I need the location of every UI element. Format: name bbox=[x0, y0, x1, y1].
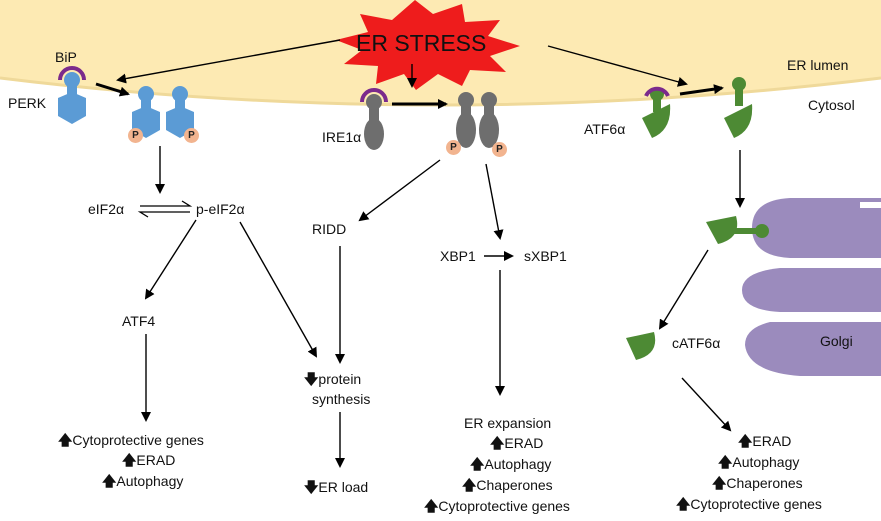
up-arrow-icon: 🡅 bbox=[424, 499, 439, 515]
bip-label: BiP bbox=[55, 49, 77, 65]
perk-label: PERK bbox=[8, 95, 47, 111]
golgi-vesicles bbox=[860, 202, 881, 208]
equilibrium-arrows bbox=[137, 200, 193, 218]
up-arrow-icon: 🡅 bbox=[58, 433, 73, 449]
protein-synthesis-line2: synthesis bbox=[312, 391, 371, 407]
up-arrow-icon: 🡅 bbox=[490, 436, 505, 452]
up-arrow-icon: 🡅 bbox=[738, 434, 753, 450]
up-arrow-icon: 🡅 bbox=[102, 474, 117, 490]
protein-synthesis-line1: 🡇protein bbox=[304, 371, 362, 388]
ire1-outcome-1: 🡅ERAD bbox=[490, 435, 544, 452]
ridd-label: RIDD bbox=[312, 221, 347, 237]
phospho-perk-1: P bbox=[128, 128, 143, 143]
down-arrow-icon: 🡇 bbox=[304, 480, 319, 496]
cytosol-label: Cytosol bbox=[808, 97, 855, 113]
up-arrow-icon: 🡅 bbox=[122, 453, 137, 469]
catf6-shape bbox=[626, 332, 656, 360]
phospho-perk-2: P bbox=[184, 128, 199, 143]
catf6-label: cATF6α bbox=[672, 335, 721, 351]
down-arrow-icon: 🡇 bbox=[304, 372, 319, 388]
up-arrow-icon: 🡅 bbox=[712, 476, 727, 492]
er-lumen-label: ER lumen bbox=[787, 57, 849, 73]
perk-outcome-1: 🡅Cytoprotective genes bbox=[58, 432, 204, 449]
golgi-apparatus bbox=[742, 198, 881, 376]
up-arrow-icon: 🡅 bbox=[718, 455, 733, 471]
ire1-label: IRE1α bbox=[322, 129, 362, 145]
atf6-outcome-3: 🡅Chaperones bbox=[712, 475, 803, 492]
sxbp1-label: sXBP1 bbox=[524, 248, 567, 264]
atf6-monomer bbox=[642, 86, 671, 138]
er-stress-title: ER STRESS bbox=[356, 30, 487, 56]
up-arrow-icon: 🡅 bbox=[462, 478, 477, 494]
atf6-label: ATF6α bbox=[584, 121, 626, 137]
up-arrow-icon: 🡅 bbox=[470, 457, 485, 473]
er-stress-burst bbox=[336, 0, 520, 90]
atf6-golgi bbox=[706, 216, 769, 244]
perk-outcome-2: 🡅ERAD bbox=[122, 452, 176, 469]
ire1-dimer bbox=[456, 92, 499, 148]
atf6-outcome-2: 🡅Autophagy bbox=[718, 454, 800, 471]
atf4-label: ATF4 bbox=[122, 313, 156, 329]
ire1-outcome-4: 🡅Cytoprotective genes bbox=[424, 498, 570, 515]
eif2a-label: eIF2α bbox=[88, 201, 125, 217]
ire1-outcome-2: 🡅Autophagy bbox=[470, 456, 552, 473]
er-expansion-label: ER expansion bbox=[464, 415, 552, 431]
phospho-ire1-2: P bbox=[492, 142, 507, 157]
ire1-outcome-3: 🡅Chaperones bbox=[462, 477, 553, 494]
p-eif2a-label: p-eIF2α bbox=[196, 201, 245, 217]
xbp1-label: XBP1 bbox=[440, 248, 476, 264]
pathway-arrows bbox=[116, 39, 745, 468]
perk-outcome-3: 🡅Autophagy bbox=[102, 473, 184, 490]
atf6-active bbox=[724, 77, 753, 138]
ire1-monomer bbox=[360, 88, 388, 150]
er-load-label: 🡇ER load bbox=[304, 479, 369, 496]
golgi-label: Golgi bbox=[820, 333, 853, 349]
atf6-outcome-1: 🡅ERAD bbox=[738, 433, 792, 450]
atf6-outcome-4: 🡅Cytoprotective genes bbox=[676, 496, 822, 513]
activation-arrows bbox=[95, 82, 724, 109]
up-arrow-icon: 🡅 bbox=[676, 497, 691, 513]
phospho-ire1-1: P bbox=[446, 140, 461, 155]
perk-monomer bbox=[58, 66, 86, 124]
